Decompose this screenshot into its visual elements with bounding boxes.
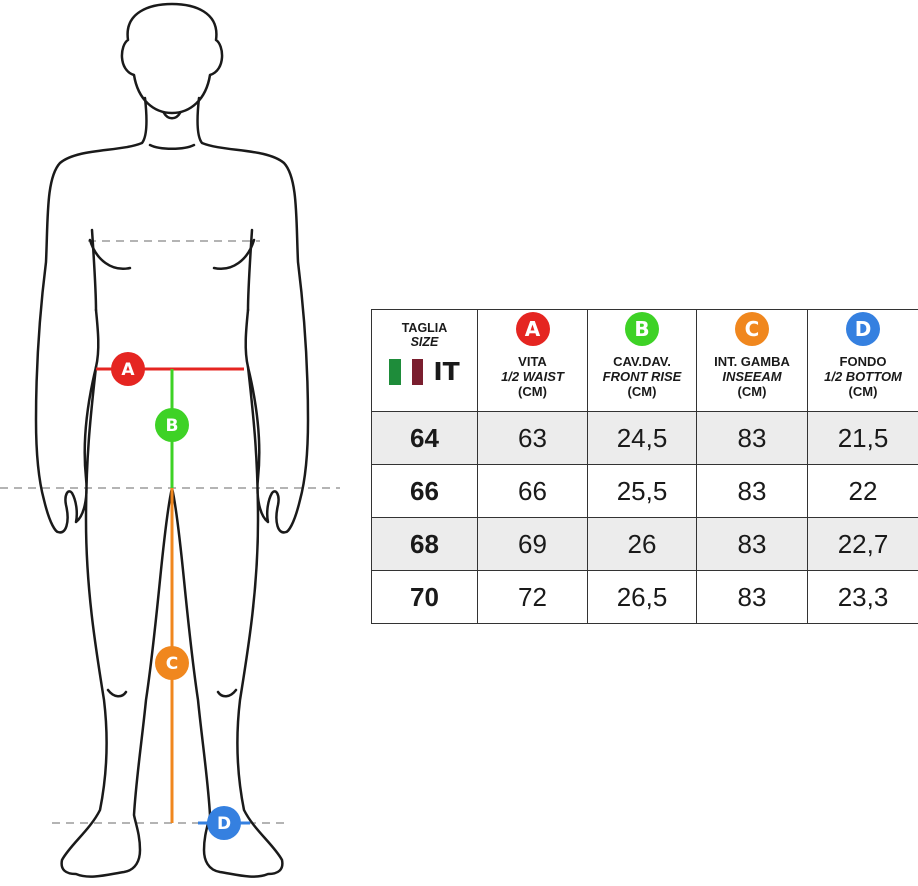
value-cell: 72	[477, 570, 588, 624]
marker-b-badge: B	[625, 312, 659, 346]
value-cell: 21,5	[807, 411, 918, 465]
column-title: INT. GAMBA	[714, 354, 790, 369]
marker-d-badge: D	[846, 312, 880, 346]
marker-d: D	[207, 806, 241, 840]
column-subtitle: 1/2 BOTTOM	[824, 369, 902, 384]
size-label: SIZE	[410, 335, 439, 349]
value-cell: 83	[696, 570, 808, 624]
column-header-inseam: C INT. GAMBA INSEEAM (CM)	[696, 309, 808, 412]
column-title: CAV.DAV.	[613, 354, 671, 369]
value-cell: 83	[696, 464, 808, 518]
value-cell: 26,5	[587, 570, 697, 624]
size-cell: 70	[371, 570, 478, 624]
column-subtitle: 1/2 WAIST	[501, 369, 564, 384]
column-unit: (CM)	[627, 384, 657, 399]
marker-c-badge: C	[735, 312, 769, 346]
value-cell: 23,3	[807, 570, 918, 624]
marker-b: B	[155, 408, 189, 442]
table-row: 66 66 25,5 83 22	[371, 464, 918, 518]
value-cell: 66	[477, 464, 588, 518]
size-cell: 66	[371, 464, 478, 518]
value-cell: 83	[696, 411, 808, 465]
value-cell: 63	[477, 411, 588, 465]
column-subtitle: FRONT RISE	[602, 369, 682, 384]
column-header-waist: A VITA 1/2 WAIST (CM)	[477, 309, 588, 412]
table-row: 68 69 26 83 22,7	[371, 517, 918, 571]
svg-text:A: A	[121, 360, 135, 380]
region-label: IT	[433, 357, 460, 386]
size-cell: 64	[371, 411, 478, 465]
size-chart-table: TAGLIA SIZE IT A VITA 1/2 WAIST (CM) B C…	[371, 309, 918, 624]
size-column-header: TAGLIA SIZE IT	[371, 309, 478, 412]
value-cell: 22,7	[807, 517, 918, 571]
value-cell: 83	[696, 517, 808, 571]
column-unit: (CM)	[737, 384, 767, 399]
svg-text:C: C	[166, 654, 178, 674]
svg-text:D: D	[217, 814, 231, 834]
column-title: FONDO	[839, 354, 887, 369]
svg-text:B: B	[166, 416, 179, 436]
marker-a: A	[111, 352, 145, 386]
value-cell: 22	[807, 464, 918, 518]
value-cell: 69	[477, 517, 588, 571]
column-subtitle: INSEEAM	[722, 369, 782, 384]
column-header-bottom: D FONDO 1/2 BOTTOM (CM)	[807, 309, 918, 412]
table-row: 70 72 26,5 83 23,3	[371, 570, 918, 624]
table-header-row: TAGLIA SIZE IT A VITA 1/2 WAIST (CM) B C…	[371, 309, 918, 412]
marker-a-badge: A	[515, 312, 550, 346]
value-cell: 26	[587, 517, 697, 571]
taglia-label: TAGLIA	[401, 321, 448, 335]
value-cell: 24,5	[587, 411, 697, 465]
size-cell: 68	[371, 517, 478, 571]
column-unit: (CM)	[518, 384, 547, 399]
marker-c: C	[155, 646, 189, 680]
table-row: 64 63 24,5 83 21,5	[371, 411, 918, 465]
reference-lines	[0, 240, 340, 824]
column-unit: (CM)	[848, 384, 878, 399]
italy-flag-icon	[389, 359, 424, 385]
column-title: VITA	[518, 354, 547, 369]
value-cell: 25,5	[587, 464, 697, 518]
column-header-front-rise: B CAV.DAV. FRONT RISE (CM)	[587, 309, 697, 412]
